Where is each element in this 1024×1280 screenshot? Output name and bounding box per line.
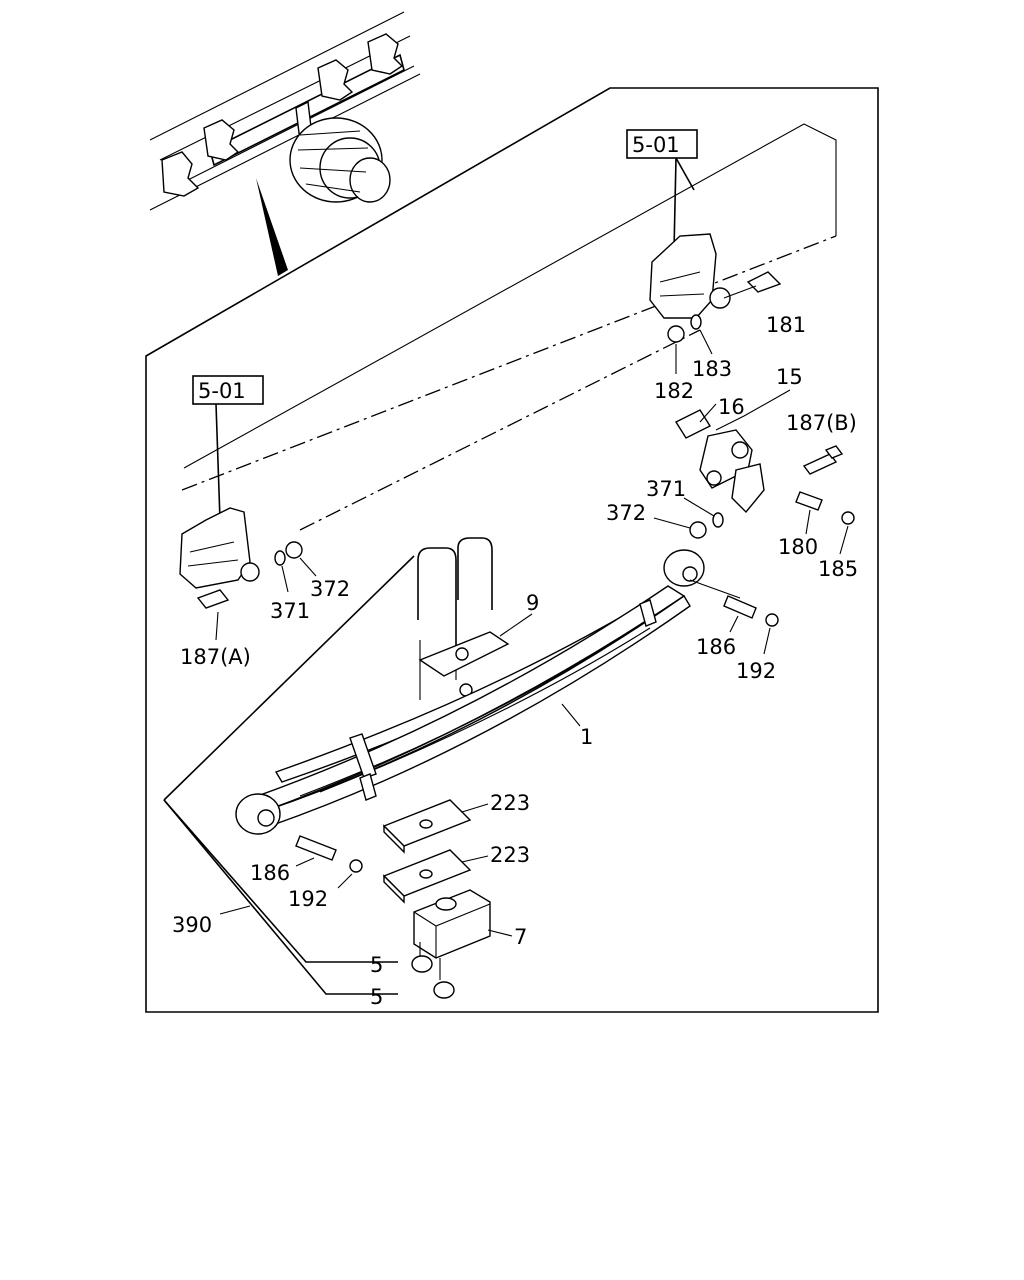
frame-rail [181,123,837,531]
washer-371-right [683,497,724,528]
grease-fitting-185 [839,511,855,555]
label-180: 180 [778,535,818,559]
label-372-right: 372 [606,501,646,525]
reference-box-top: 5-01 [626,129,698,251]
detail-frame [145,87,879,1013]
shim-223-lower [382,849,489,904]
bolt-181 [723,271,782,299]
label-5-upper: 5 [370,953,383,977]
label-1: 1 [580,725,593,749]
washer-371-left [274,550,289,593]
spring-block-7 [413,889,513,959]
label-5-lower: 5 [370,985,383,1009]
nut-372-left [285,541,317,577]
label-182: 182 [654,379,694,403]
label-7: 7 [514,925,527,949]
reference-box-left: 5-01 [192,375,264,521]
front-hanger-bracket [179,507,260,589]
bolt-187b [802,445,844,475]
reference-label-top: 5-01 [632,133,680,157]
leaf-spring-1 [235,549,705,835]
kit-390-bracket [163,555,415,995]
label-185: 185 [818,557,858,581]
label-183: 183 [692,357,732,381]
label-181: 181 [766,313,806,337]
u-bolts [417,537,493,700]
label-390: 390 [172,913,212,937]
washer-183 [690,314,713,355]
grease-fitting-192-left [337,859,363,889]
label-15: 15 [776,365,803,389]
label-371-right: 371 [646,477,686,501]
leader-right-eye [689,579,741,599]
label-9: 9 [526,591,539,615]
pin-186-left [295,835,337,867]
label-16: 16 [718,395,745,419]
label-192-left: 192 [288,887,328,911]
callout-labels: 181 182 183 15 16 187(B) 371 372 180 185… [172,313,858,1009]
label-192-right: 192 [736,659,776,683]
label-371-left: 371 [270,599,310,623]
overview-chassis-illustration [149,11,421,276]
nut-372-right [653,517,707,539]
shackle-assembly [674,389,791,514]
pin-186-right [723,595,757,633]
shim-223-upper [382,799,489,854]
reference-label-left: 5-01 [198,379,246,403]
nut-182 [667,325,685,374]
bolt-187a [196,589,230,641]
pin-180 [795,491,823,535]
label-223-lower: 223 [490,843,530,867]
label-223-upper: 223 [490,791,530,815]
spring-seat-9 [418,613,533,697]
nut-5-lower [433,958,455,999]
label-187b: 187(B) [786,411,857,435]
nut-5-upper [411,942,433,973]
rear-hanger-bracket [649,233,731,319]
label-372-left: 372 [310,577,350,601]
label-186-right: 186 [696,635,736,659]
label-186-left: 186 [250,861,290,885]
detail-callout-wedge [256,178,288,276]
label-187a: 187(A) [180,645,251,669]
grease-fitting-192-right [763,613,779,655]
